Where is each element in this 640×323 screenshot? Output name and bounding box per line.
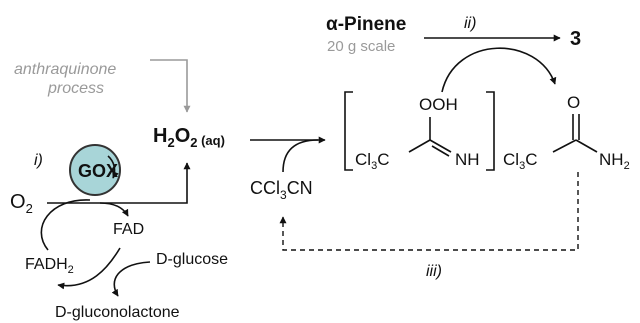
step-iii-label: iii) bbox=[426, 263, 442, 280]
curve-ccl3cn-into-arrow bbox=[282, 139, 319, 173]
amide-ccl3-label: Cl3C bbox=[503, 150, 537, 172]
step-i-label: i) bbox=[34, 152, 43, 169]
peroxy-ccl3-label: Cl3C bbox=[355, 150, 389, 172]
d-gluconolactone-label: D-gluconolactone bbox=[55, 304, 180, 321]
cycle-arc-left bbox=[40, 199, 91, 251]
bond-amide-ccl3-c bbox=[552, 139, 577, 153]
anthraquinone-arrow bbox=[150, 59, 191, 113]
gox-rotation-arrow bbox=[107, 155, 119, 179]
d-glucose-label: D-glucose bbox=[156, 251, 228, 268]
peroxy-ooh-label: OOH bbox=[419, 95, 458, 114]
bond-ccl3-c bbox=[408, 139, 431, 153]
recycle-dashed-arrow bbox=[279, 172, 579, 251]
step-ii-label: ii) bbox=[464, 15, 476, 32]
ccl3cn-label: CCl3CN bbox=[250, 178, 313, 202]
amide-o-label: O bbox=[567, 93, 580, 112]
bond-c-n bbox=[429, 139, 452, 153]
o2-label: O2 bbox=[10, 191, 33, 216]
gox-label: GOX bbox=[78, 161, 118, 181]
arrow-to-fadh2 bbox=[57, 247, 121, 290]
alpha-pinene-label: α-Pinene bbox=[326, 14, 406, 35]
h2o2-label: H2O2 (aq) bbox=[153, 125, 225, 150]
fadh2-label: FADH2 bbox=[25, 256, 74, 276]
product-3-label: 3 bbox=[570, 28, 581, 50]
left-bracket bbox=[344, 91, 353, 171]
anthraquinone-label-line2: process bbox=[47, 80, 104, 97]
arrow-to-gluconolactone bbox=[111, 261, 151, 297]
amide-nh2-label: NH2 bbox=[599, 150, 630, 172]
peroxy-nh-label: NH bbox=[455, 150, 480, 169]
gox-enzyme-circle bbox=[69, 144, 121, 196]
right-bracket bbox=[486, 91, 495, 171]
bond-amide-c-n bbox=[575, 139, 598, 153]
fad-label: FAD bbox=[113, 221, 144, 238]
bond-c-n-double bbox=[431, 145, 450, 157]
scale-label: 20 g scale bbox=[327, 38, 395, 55]
curved-arrow-to-amide bbox=[441, 47, 557, 93]
arrow-o2-to-h2o2 bbox=[47, 162, 191, 204]
anthraquinone-label-line1: anthraquinone bbox=[14, 61, 116, 78]
arrow-to-fad bbox=[99, 202, 129, 217]
